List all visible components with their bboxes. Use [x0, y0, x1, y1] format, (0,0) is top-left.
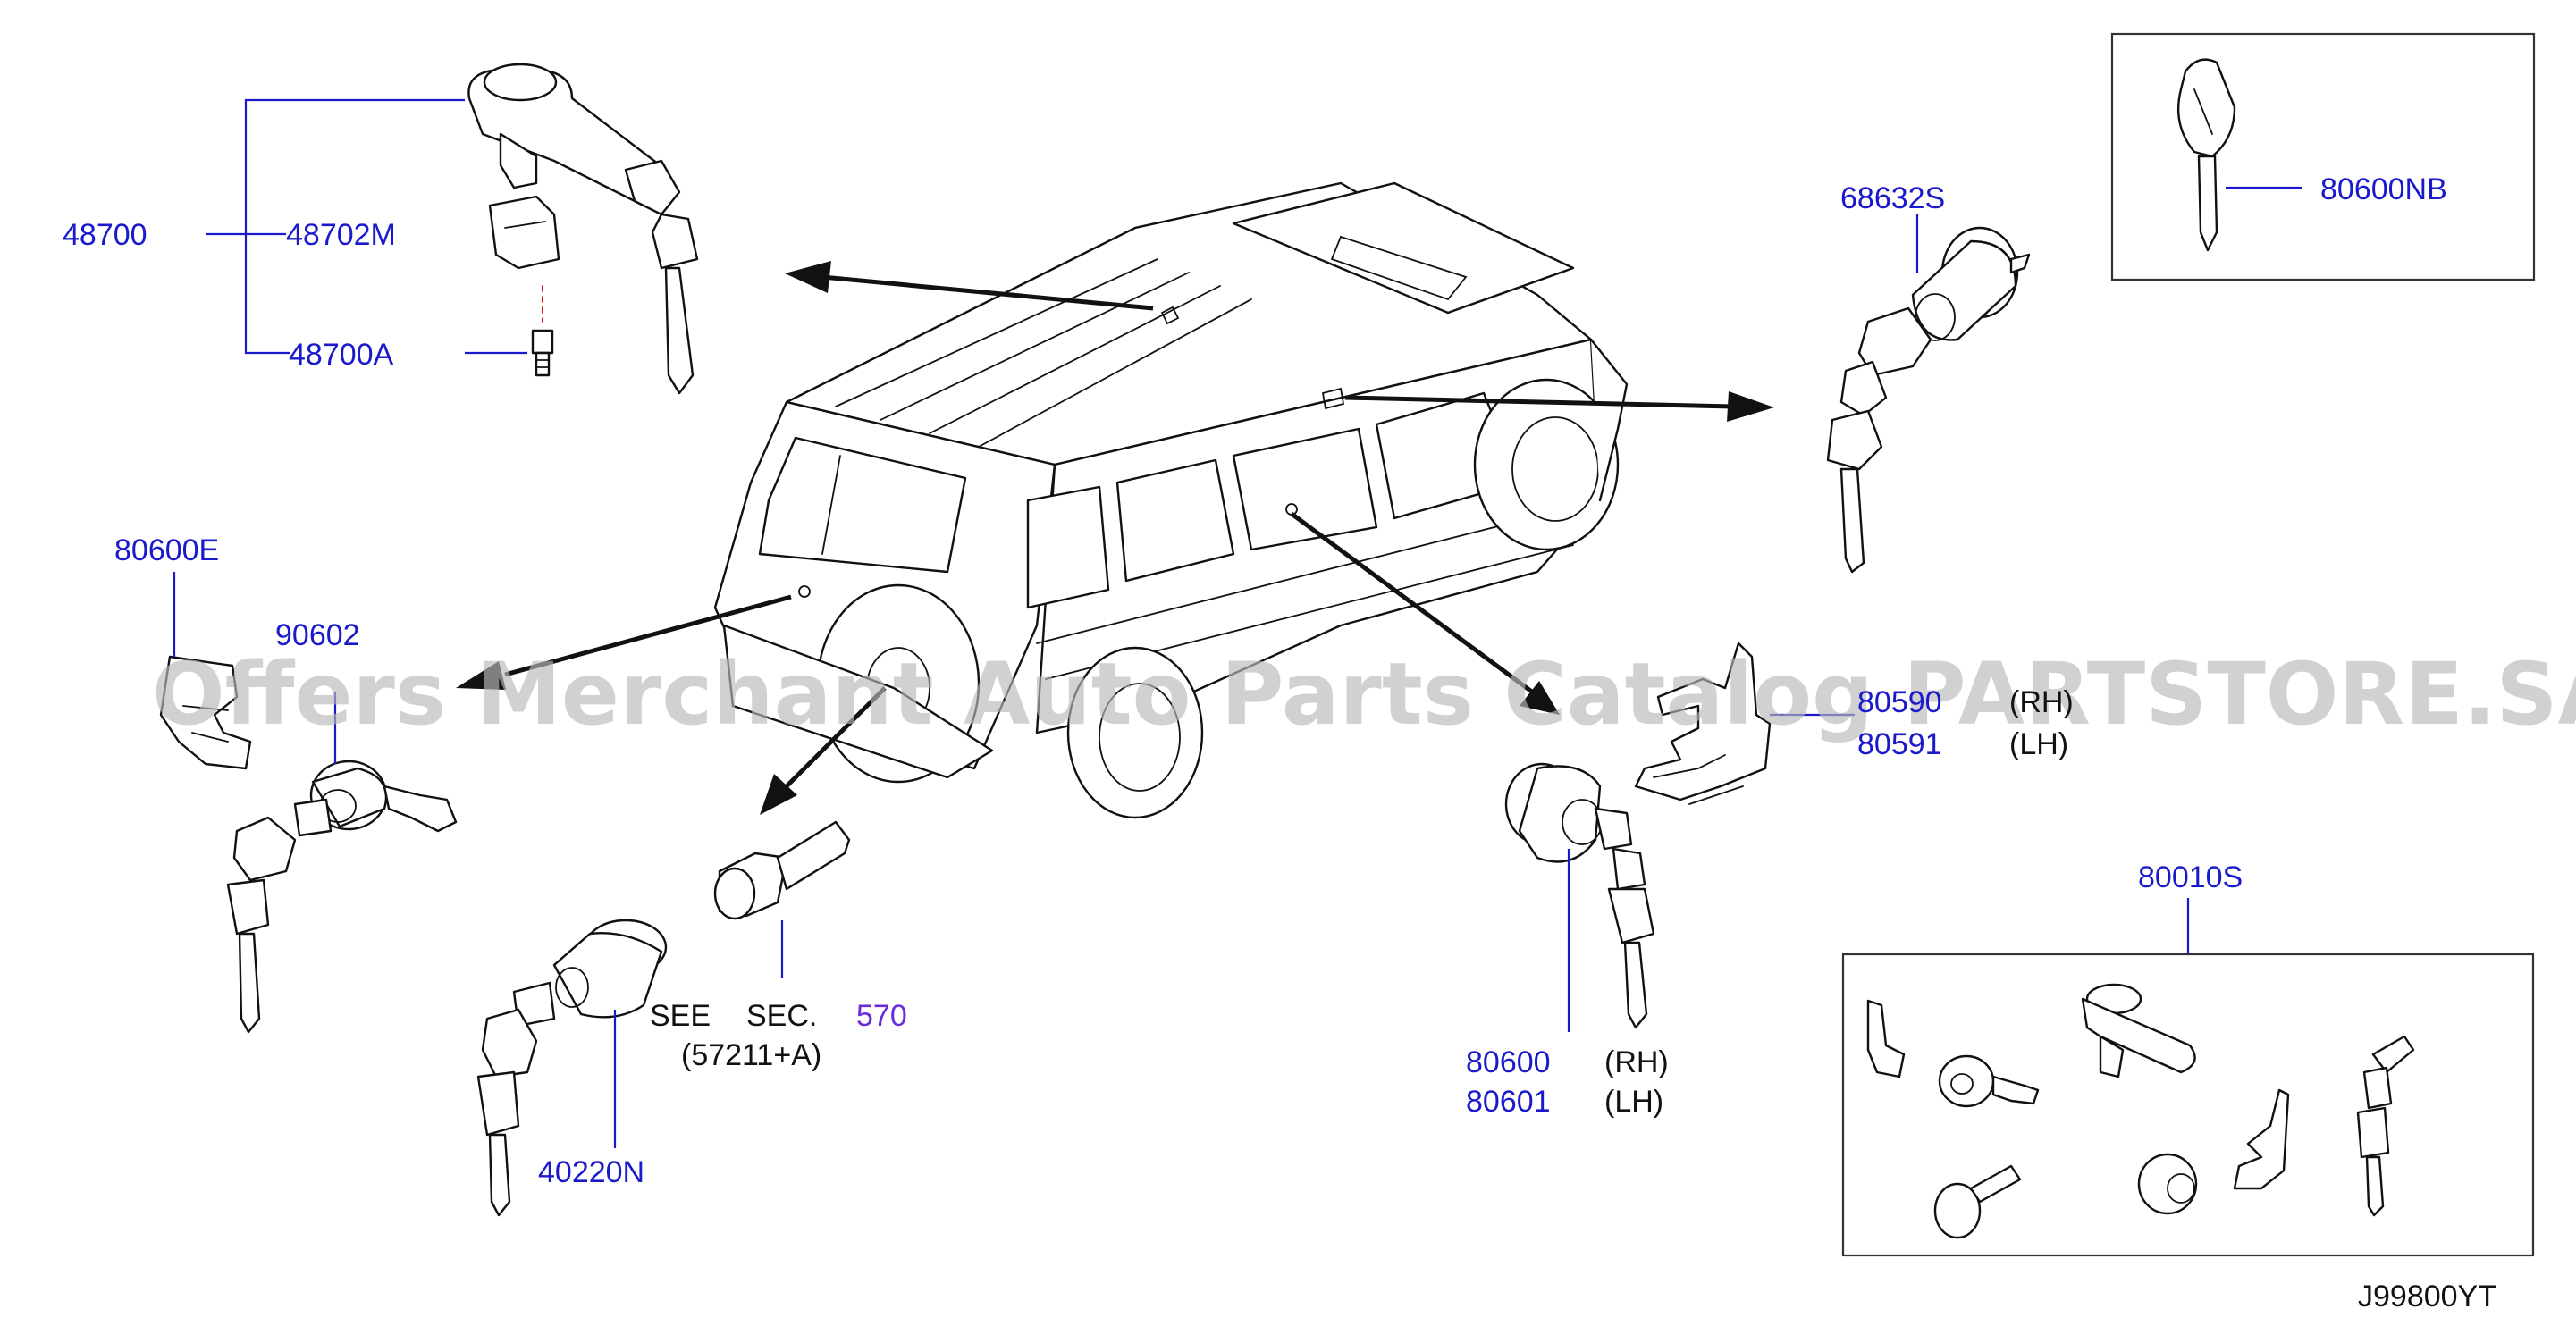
rear-door-lock-illustration — [159, 655, 458, 1034]
front-door-lock-illustration — [1504, 642, 1772, 1029]
label-sec-570[interactable]: 570 — [856, 999, 907, 1033]
ignition-switch-illustration — [1826, 226, 2031, 574]
label-48700[interactable]: 48700 — [63, 218, 147, 252]
diagram-code: J99800YT — [2358, 1280, 2496, 1313]
label-80600E[interactable]: 80600E — [114, 533, 219, 567]
key-blank-illustration — [2177, 58, 2236, 252]
label-90602[interactable]: 90602 — [275, 618, 360, 652]
label-48700A[interactable]: 48700A — [289, 338, 394, 372]
leaders-rear-door — [173, 572, 337, 764]
sec-570-part-illustration — [713, 820, 851, 920]
leaders-48700 — [206, 98, 527, 355]
lock-set-illustration — [1866, 983, 2415, 1239]
watermark-text: Offers Merchant Auto Parts Catalog PARTS… — [152, 644, 2576, 744]
label-48702M[interactable]: 48702M — [286, 218, 396, 252]
label-see: SEE — [650, 999, 711, 1033]
glove-box-lock-illustration — [476, 919, 668, 1217]
label-sec-ref: (57211+A) — [681, 1038, 821, 1072]
key-blank-box — [2110, 32, 2536, 281]
label-lh-80601: (LH) — [1604, 1085, 1663, 1119]
hood-lock-assembly-illustration — [467, 63, 699, 395]
label-80590[interactable]: 80590 — [1857, 685, 1942, 719]
label-80601[interactable]: 80601 — [1466, 1085, 1551, 1119]
label-rh-80590: (RH) — [2009, 685, 2074, 719]
label-80600[interactable]: 80600 — [1466, 1045, 1551, 1079]
label-lh-80591: (LH) — [2009, 727, 2068, 761]
label-80010S[interactable]: 80010S — [2138, 860, 2243, 894]
leaders-front-door — [1567, 713, 1855, 1032]
assembly-arrows — [456, 261, 1774, 815]
label-68632S[interactable]: 68632S — [1840, 181, 1945, 215]
label-80600NB[interactable]: 80600NB — [2320, 172, 2447, 206]
part-labels: 48700 48702M 48700A 80600E 90602 40220N … — [63, 172, 2496, 1313]
label-40220N[interactable]: 40220N — [538, 1155, 644, 1189]
label-80591[interactable]: 80591 — [1857, 727, 1942, 761]
label-sec: SEC. — [746, 999, 817, 1033]
label-rh-80600: (RH) — [1604, 1045, 1669, 1079]
